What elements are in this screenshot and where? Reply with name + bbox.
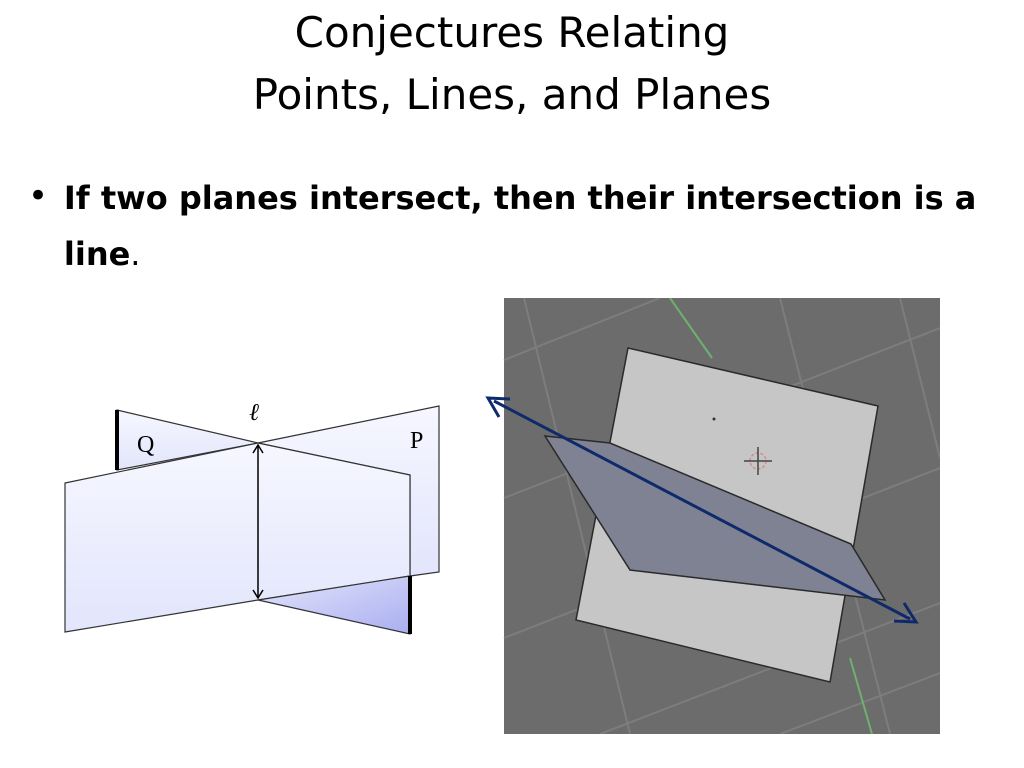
title-line-2: Points, Lines, and Planes <box>252 70 772 119</box>
intersecting-planes-diagram: ℓ Q P <box>64 400 440 635</box>
render-planes-image <box>485 298 940 734</box>
bullet-text: If two planes intersect, then their inte… <box>63 179 977 273</box>
cursor-icon <box>744 447 772 475</box>
line-arrowhead-top <box>252 443 264 454</box>
bullet-period: . <box>130 235 141 273</box>
label-plane-q: Q <box>137 432 154 458</box>
render-axis-green-bottom <box>849 657 873 734</box>
intersection-arrow <box>493 399 911 621</box>
render-dot <box>712 417 716 421</box>
render-axis-green <box>669 298 713 359</box>
title-line-1: Conjectures Relating <box>294 8 730 57</box>
bullet-item: • If two planes intersect, then their in… <box>28 170 1008 282</box>
arrowhead-left-icon <box>485 396 511 418</box>
slide-title: Conjectures Relating Points, Lines, and … <box>0 0 1024 126</box>
bullet-text-block: If two planes intersect, then their inte… <box>64 170 1008 282</box>
label-plane-p: P <box>410 428 423 454</box>
arrowhead-right-icon <box>893 602 919 624</box>
line-arrowhead-bottom <box>252 589 264 600</box>
label-line-l: ℓ <box>249 400 259 426</box>
bullet-marker: • <box>28 176 49 216</box>
